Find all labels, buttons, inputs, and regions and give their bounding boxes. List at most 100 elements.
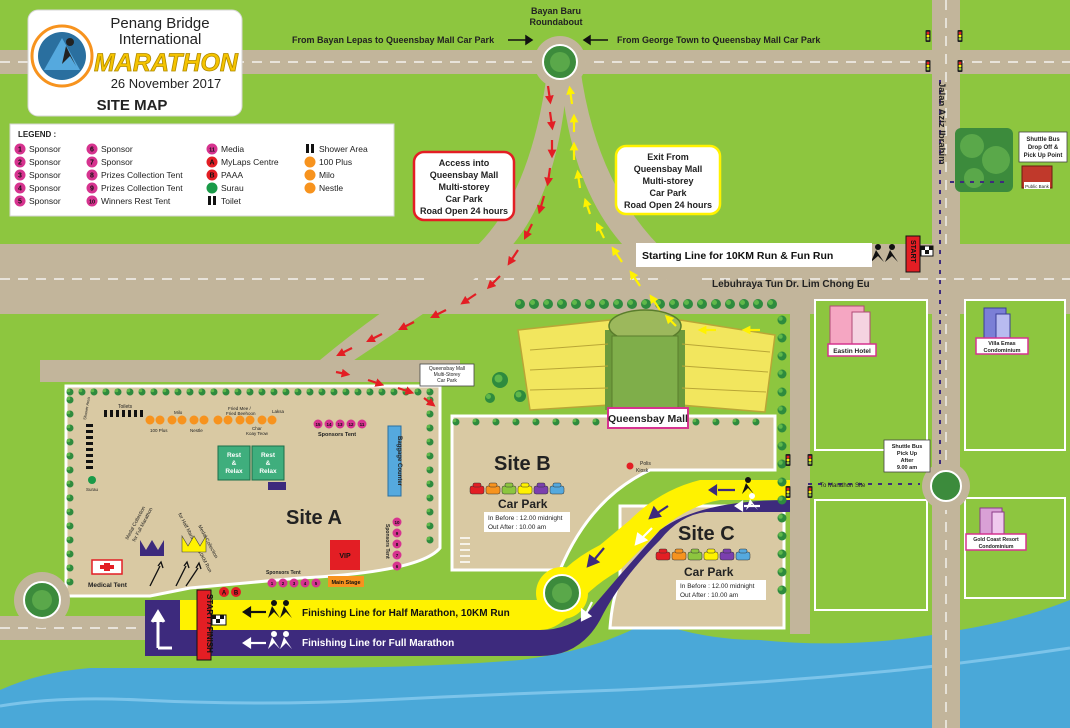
- access-line-1: Access into: [439, 158, 490, 168]
- drink-nestle: Nestle: [190, 428, 203, 433]
- route-direction-arrows-white: [242, 499, 760, 650]
- food-fried-beehoon: Fried Beehoon: [226, 411, 256, 416]
- legend-badge: [14, 156, 26, 168]
- police-kiosk-line2: Kiosk: [636, 468, 649, 474]
- baggage-counter-label: Baggage Counter: [396, 436, 402, 487]
- sponsors-tent-bottom-label: Sponsors Tent: [266, 570, 301, 576]
- legend-badge-text: 2: [18, 160, 22, 167]
- sponsor-badge-number: 15: [315, 422, 321, 427]
- legend-badge-text: 10: [89, 200, 95, 206]
- legend-label: Sponsor: [29, 183, 61, 193]
- sponsor-badge-number: 11: [360, 422, 365, 427]
- exit-line-3: Multi-storey: [642, 176, 693, 186]
- site-a-toilets: Toilets: [118, 404, 133, 410]
- arrow-left-icon: [582, 34, 608, 46]
- legend-label: Prizes Collection Tent: [101, 170, 183, 180]
- medal-arrows: [149, 560, 202, 587]
- vip-area: VIP Main Stage: [328, 540, 364, 587]
- header-line2: International: [119, 31, 202, 48]
- legend-badge-text: B: [209, 173, 214, 180]
- legend-badge: [14, 169, 26, 181]
- car-roof: [738, 548, 748, 554]
- access-line-3: Multi-storey: [438, 182, 489, 192]
- sponsor-badge-number: 7: [396, 553, 399, 558]
- car-roof: [552, 482, 562, 488]
- car-roof: [504, 482, 514, 488]
- runners-white-icon: [268, 493, 758, 649]
- surau-label: Surau: [86, 487, 99, 492]
- sponsor-badge: [346, 419, 356, 429]
- legend-badge: [86, 156, 98, 168]
- purple-shuttle-arrows: [808, 80, 1010, 485]
- villa-emas-line1: Villa Emas: [988, 341, 1015, 347]
- lebuhraya-label: Lebuhraya Tun Dr. Lim Chong Eu: [712, 279, 870, 290]
- sponsor-badge: [392, 550, 402, 560]
- from-bayan-lepas-label: From Bayan Lepas to Queensbay Mall Car P…: [292, 35, 495, 45]
- legend-badge-text: 4: [18, 186, 22, 193]
- exit-line-2: Queensbay Mall: [634, 164, 703, 174]
- site-b-cars: [469, 482, 565, 495]
- legend-badge-text: 6: [90, 147, 94, 154]
- sea: [0, 600, 1070, 728]
- sponsor-badge-number: 10: [394, 520, 400, 525]
- surau-icon: Surau: [86, 476, 99, 492]
- sponsor-badge: [357, 419, 367, 429]
- sponsor-badge: [392, 517, 402, 527]
- legend-label: MyLaps Centre: [221, 157, 279, 167]
- access-road: [40, 360, 460, 382]
- police-kiosk-line1: Polis: [640, 461, 651, 467]
- start-finish-banner: [196, 589, 212, 661]
- site-c-hours-box: [676, 580, 766, 600]
- site-c-title: Site C: [678, 523, 735, 545]
- arrow-right-icon: [508, 34, 534, 46]
- east-road: [790, 314, 810, 634]
- car-roof: [674, 548, 684, 554]
- food-fried-mee: Fried Mee /: [228, 406, 252, 411]
- rest-relax-1: Rest & Relax: [217, 445, 251, 481]
- legend-title: LEGEND :: [18, 130, 56, 139]
- checkered-flag-icon-start: [920, 245, 934, 257]
- eastin-hotel: Eastin Hotel: [827, 305, 877, 357]
- legend-label: Winners Rest Tent: [101, 196, 171, 206]
- car-roof: [658, 548, 668, 554]
- curve-road-left: [320, 66, 568, 376]
- car-roof: [722, 548, 732, 554]
- police-kiosk: Polis Kiosk: [626, 461, 651, 474]
- east-roundabout: [922, 462, 970, 510]
- badge-a: A: [222, 591, 227, 597]
- legend-badge: [86, 195, 98, 207]
- multistorey-line2: Multi-Storey: [434, 372, 461, 378]
- rest-relax-2: Rest & Relax: [251, 445, 285, 481]
- site-c-car-park: Car Park: [684, 565, 734, 579]
- shuttle-pickup-line4: 9.00 am: [897, 465, 917, 471]
- rest1-line3: Relax: [225, 468, 243, 475]
- drink-stall-circles: [145, 415, 209, 425]
- car-roof: [706, 548, 716, 554]
- legend-badge: [86, 182, 98, 194]
- sponsor-badge-number: 9: [396, 531, 399, 536]
- sponsor-badge: [324, 419, 334, 429]
- sponsor-badge-number: 4: [304, 581, 307, 586]
- main-stage-label: Main Stage: [331, 580, 360, 586]
- header-line1: Penang Bridge: [110, 15, 209, 32]
- drink-milo: Milo: [174, 410, 183, 415]
- small-banner: [268, 482, 286, 490]
- yellow-route: [180, 480, 790, 630]
- site-b-parking-lines: [460, 537, 470, 563]
- legend-label: Sponsor: [29, 196, 61, 206]
- access-callout: Access into Queensbay Mall Multi-storey …: [412, 150, 516, 222]
- site-b-out: Out After : 10.00 am: [488, 524, 546, 531]
- food-koay-teow: Koay Teow: [246, 431, 269, 436]
- sponsor-badge: [267, 578, 277, 588]
- exit-line-5: Road Open 24 hours: [624, 200, 712, 210]
- legend-label: Shower Area: [319, 144, 368, 154]
- legend-icon-shower-icon: [306, 144, 314, 153]
- legend-badge: [206, 143, 218, 155]
- villa-emas-line2: Condominium: [984, 348, 1021, 354]
- start-10km-label: Starting Line for 10KM Run & Fun Run: [642, 250, 833, 262]
- roundabout-label-1: Bayan Baru: [531, 6, 581, 16]
- exit-line-4: Car Park: [649, 188, 687, 198]
- south-roundabout: [536, 567, 588, 619]
